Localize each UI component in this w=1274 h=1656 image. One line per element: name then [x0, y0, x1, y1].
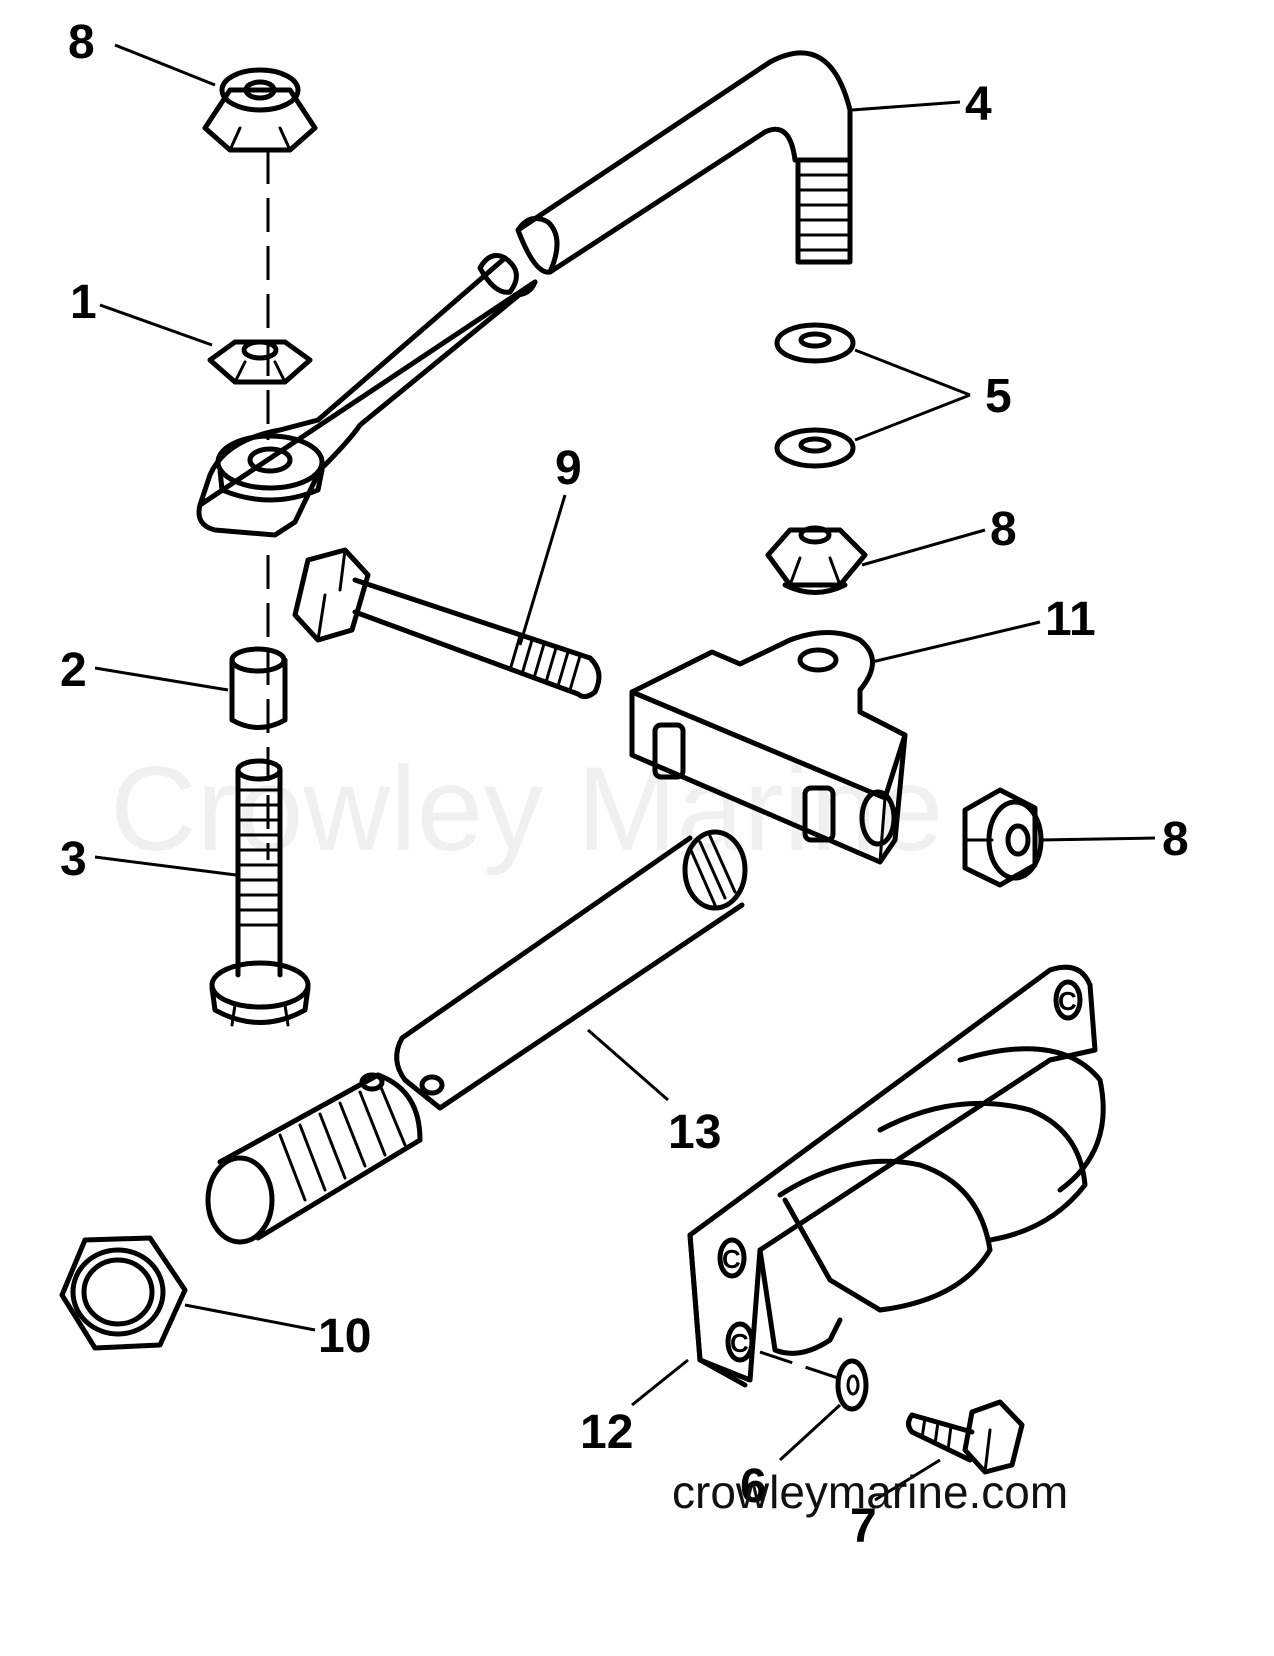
part-10-large-nut	[59, 1235, 188, 1351]
assembly-axis-bracket	[759, 1350, 839, 1380]
callout-11: 11	[1045, 593, 1096, 646]
part-8-nut-top	[202, 67, 318, 153]
callout-8-right-upper: 8	[990, 503, 1017, 556]
callout-8-right-lower: 8	[1162, 813, 1189, 866]
part-4-link-rod	[196, 50, 853, 538]
part-5-washers	[774, 322, 856, 469]
callout-1: 1	[70, 276, 97, 329]
part-11-clamp-block	[629, 630, 908, 865]
part-1-jam-nut	[207, 339, 313, 385]
callout-7: 7	[850, 1500, 877, 1553]
callout-2: 2	[60, 644, 87, 697]
callout-13: 13	[668, 1106, 721, 1159]
part-9-bolt	[292, 547, 602, 700]
callout-3: 3	[60, 833, 87, 886]
watermark-text: Crowley Marine	[110, 742, 944, 876]
part-2-spacer	[229, 646, 288, 730]
part-6-washer	[835, 1358, 869, 1412]
callout-8-top: 8	[68, 16, 95, 69]
part-8-nut-right-lower	[962, 787, 1044, 888]
callout-6: 6	[740, 1460, 767, 1513]
flange-hole-mark-3: C	[1058, 986, 1077, 1016]
website-text: crowleymarine.com	[672, 1466, 1068, 1518]
callout-4: 4	[965, 78, 992, 131]
flange-hole-mark-1: C	[722, 1244, 741, 1274]
callout-9: 9	[555, 442, 582, 495]
flange-hole-mark-2: C	[730, 1328, 749, 1358]
callout-12: 12	[580, 1406, 633, 1459]
callout-10: 10	[318, 1310, 371, 1363]
part-3-bolt	[209, 758, 311, 1027]
leader-lines	[94, 43, 1156, 1502]
part-7-screw	[906, 1399, 1025, 1475]
part-12-mounting-bracket: C C C	[687, 964, 1106, 1388]
callout-5: 5	[985, 370, 1012, 423]
part-13-threaded-end	[205, 1072, 423, 1245]
part-13-tube	[394, 829, 748, 1111]
part-8-nut-right-upper	[765, 525, 868, 595]
